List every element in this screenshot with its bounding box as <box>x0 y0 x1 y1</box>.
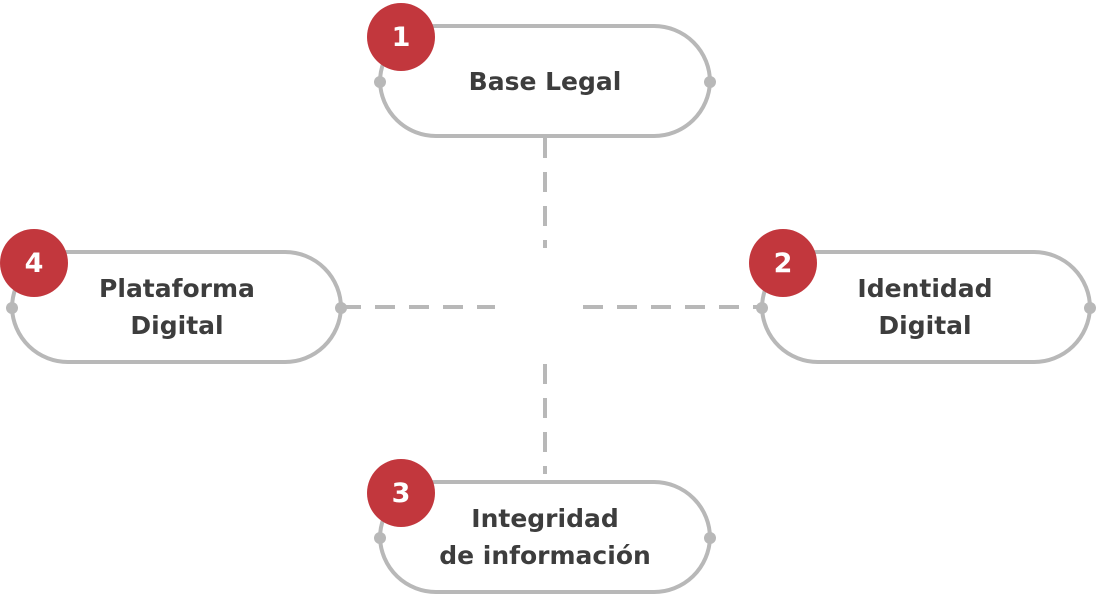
node-1-number: 1 <box>391 21 411 53</box>
node-2-label: Identidad Digital <box>775 252 1075 362</box>
node-3-line-1: Integridad <box>471 504 619 533</box>
node-1-label: Base Legal <box>395 26 695 136</box>
node-3-badge: 3 <box>367 459 435 527</box>
node-4-outline-bottom <box>10 307 343 364</box>
node-3-dot-left <box>374 532 386 544</box>
node-2-line-2: Digital <box>878 311 972 340</box>
node-1-dot-right <box>704 76 716 88</box>
node-4-badge: 4 <box>0 229 68 297</box>
node-3-label: Integridad de información <box>395 482 695 592</box>
node-4-label: Plataforma Digital <box>27 252 327 362</box>
node-2-dot-left <box>756 302 768 314</box>
node-1-line-1: Base Legal <box>468 66 622 96</box>
node-1-outline-bottom <box>378 81 712 138</box>
node-3-dot-right <box>704 532 716 544</box>
node-4-dot-right <box>335 302 347 314</box>
node-4-dot-left <box>6 302 18 314</box>
node-2-line-1: Identidad <box>857 274 993 303</box>
node-2-number: 2 <box>773 247 793 279</box>
node-3-outline-bottom <box>378 537 712 594</box>
node-4-line-2: Digital <box>130 311 224 340</box>
node-4-number: 4 <box>24 247 44 279</box>
node-3-number: 3 <box>391 477 411 509</box>
node-2-badge: 2 <box>749 229 817 297</box>
node-1-dot-left <box>374 76 386 88</box>
node-3-line-2: de información <box>439 541 651 570</box>
node-1-badge: 1 <box>367 3 435 71</box>
node-2-outline-bottom <box>760 307 1092 364</box>
node-2-dot-right <box>1084 302 1096 314</box>
node-4-line-1: Plataforma <box>99 274 255 303</box>
